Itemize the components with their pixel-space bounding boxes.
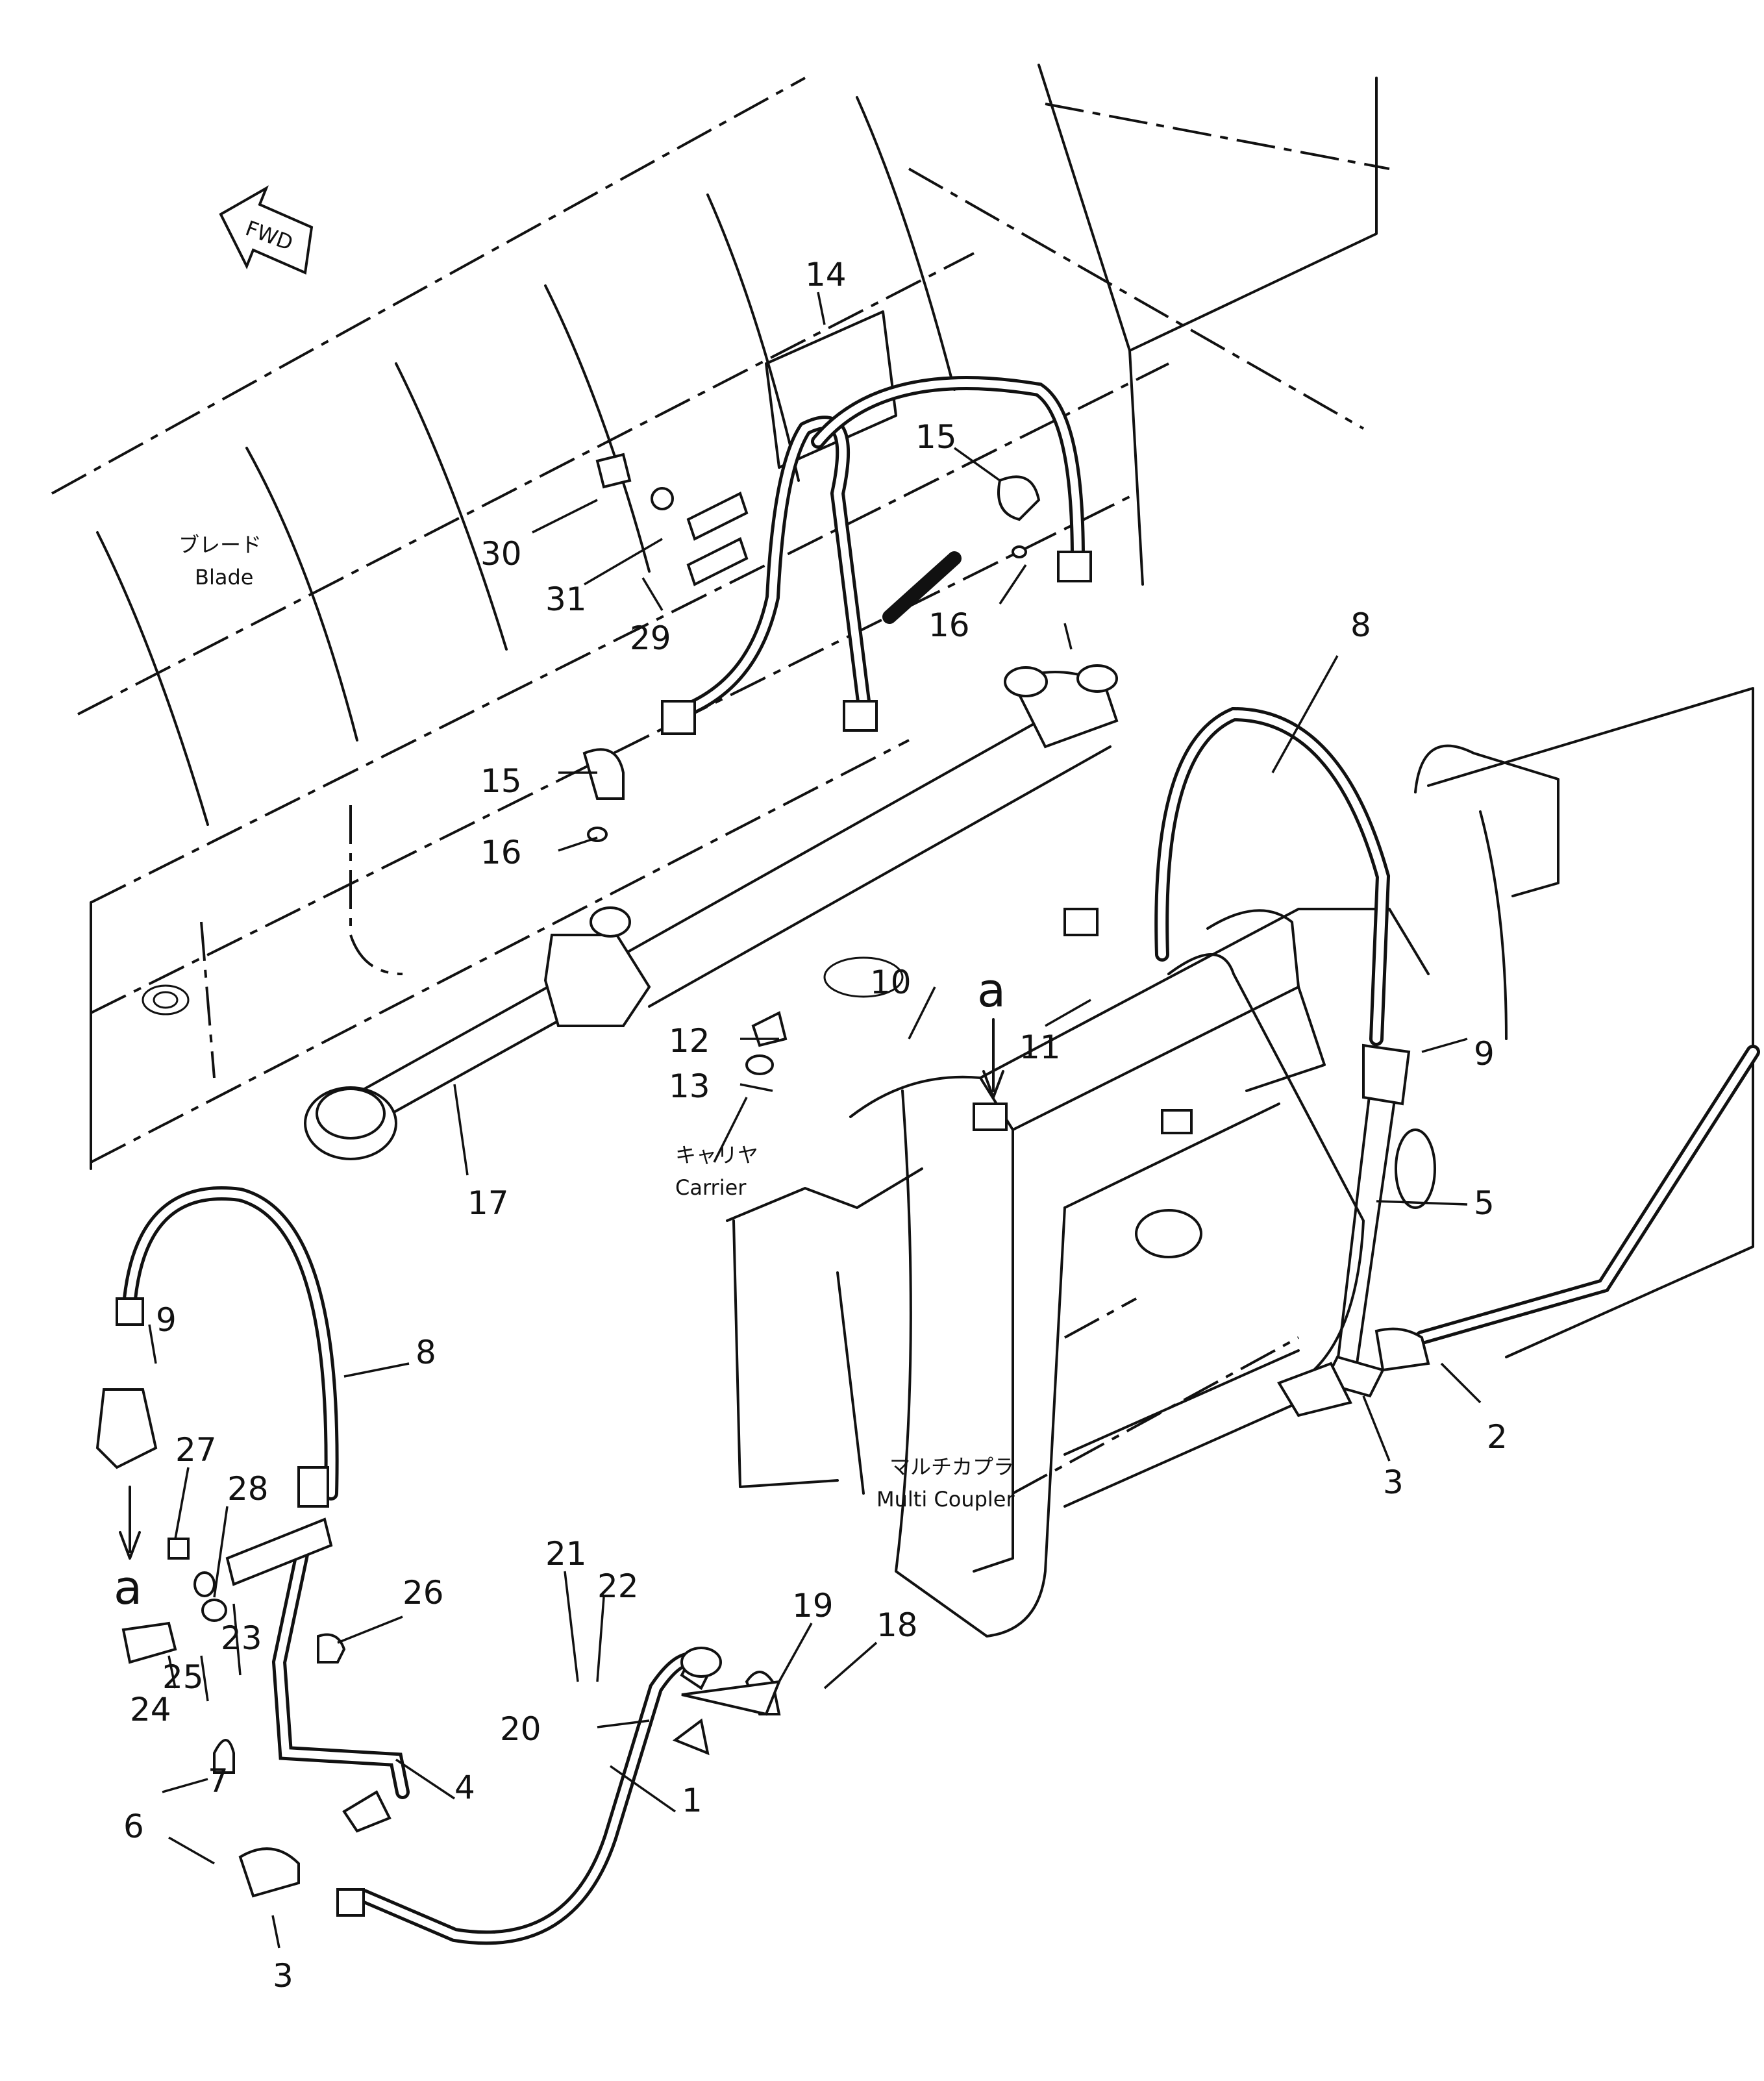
carrier-label-en: Carrier bbox=[675, 1175, 747, 1200]
part-label-23: 23 bbox=[221, 1619, 262, 1657]
ref-a-bottom: a bbox=[114, 1560, 142, 1615]
part-label-27: 27 bbox=[175, 1431, 217, 1469]
part-label-6: 6 bbox=[123, 1808, 144, 1845]
arrow-a-bottom bbox=[119, 1486, 141, 1560]
part-label-3-right: 3 bbox=[1383, 1464, 1404, 1501]
part-label-5: 5 bbox=[1474, 1184, 1495, 1222]
coupler-label-en: Multi Coupler bbox=[876, 1487, 1015, 1512]
part-label-13: 13 bbox=[669, 1067, 710, 1105]
part-label-21: 21 bbox=[545, 1535, 587, 1573]
part-label-8-top: 8 bbox=[1350, 606, 1371, 644]
part-label-12: 12 bbox=[669, 1022, 710, 1060]
part-label-1: 1 bbox=[682, 1782, 702, 1819]
multi-coupler bbox=[726, 687, 1754, 1638]
part-label-14: 14 bbox=[805, 256, 847, 293]
part-label-19: 19 bbox=[792, 1587, 834, 1625]
part-label-2: 2 bbox=[1487, 1418, 1508, 1456]
cylinder-17 bbox=[304, 664, 1119, 1160]
part-label-3-bottom: 3 bbox=[273, 1957, 293, 1995]
hoses bbox=[123, 376, 1760, 1945]
fwd-arrow-icon: FWD bbox=[219, 185, 314, 275]
part-label-26: 26 bbox=[403, 1574, 444, 1612]
blade-label-en: Blade bbox=[195, 565, 253, 590]
coupler-label-jp: マルチカプラ bbox=[889, 1454, 1014, 1479]
arrow-a-top bbox=[982, 1018, 1004, 1099]
part-number-labels: 14 15 16 15 16 30 31 29 8 10 11 12 13 9 … bbox=[123, 256, 1508, 1995]
ref-a-top: a bbox=[977, 963, 1006, 1017]
part-label-17: 17 bbox=[467, 1184, 509, 1222]
part-label-15-top: 15 bbox=[915, 418, 957, 456]
part-label-8-left: 8 bbox=[416, 1334, 436, 1371]
part-label-9-right: 9 bbox=[1474, 1035, 1495, 1073]
part-label-16-left: 16 bbox=[480, 834, 522, 871]
blade-label-jp: ブレード bbox=[179, 532, 262, 557]
part-label-7: 7 bbox=[208, 1762, 229, 1800]
part-label-29: 29 bbox=[630, 619, 671, 657]
part-label-20: 20 bbox=[500, 1710, 541, 1748]
part-label-31: 31 bbox=[545, 580, 587, 618]
part-label-15-left: 15 bbox=[480, 762, 522, 800]
part-label-4: 4 bbox=[454, 1769, 475, 1806]
part-label-30: 30 bbox=[480, 535, 522, 573]
fittings bbox=[95, 453, 1430, 1917]
part-label-25: 25 bbox=[162, 1658, 204, 1696]
part-label-9-left: 9 bbox=[156, 1301, 177, 1339]
part-label-24: 24 bbox=[130, 1691, 171, 1728]
part-label-22: 22 bbox=[597, 1567, 639, 1605]
leader-lines bbox=[148, 292, 1482, 1949]
part-label-28: 28 bbox=[227, 1470, 269, 1508]
part-label-16-top: 16 bbox=[928, 606, 970, 644]
part-label-18: 18 bbox=[876, 1606, 918, 1644]
part-label-10: 10 bbox=[870, 964, 912, 1001]
part-14-plate bbox=[765, 310, 897, 469]
blade bbox=[51, 64, 1390, 1170]
part-label-11: 11 bbox=[1019, 1028, 1061, 1066]
